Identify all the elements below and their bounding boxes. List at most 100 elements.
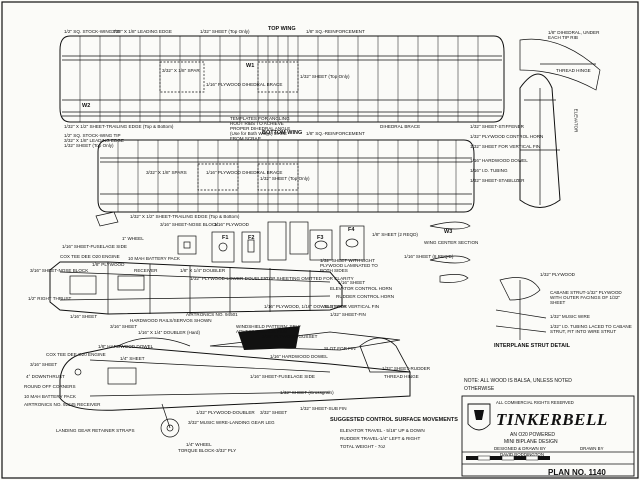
fuselage-note: LANDING GEAR RETAINER STRAPS [56,428,135,433]
fuselage-note: 1/16" SHEET (8 REQ'D) [404,254,454,259]
fuselage-note: ELEVATOR CONTROL HORN [330,286,393,291]
bottom-wing-note: 1/8" SQ.-REINFORCEMENT [306,131,365,136]
stab-note: 1/32" SHEET-STABILIZER [470,178,525,183]
fuselage-note: 1/32" PLYWOOD-LOWER DOUBLER [190,276,267,281]
top-wing-ribs [79,36,479,122]
strut-note: 1/32" MUSIC WIRE [550,314,590,319]
bottom-wing-note: 1/2" SQ. STOCK-WING TIP [64,133,121,138]
part-tag: F1 [222,235,229,241]
top-wing-sheet-panel [159,61,205,93]
strut-note: CABANE STRUT-1/32" PLYWOOD WITH OUTER FA… [550,290,622,305]
fuselage-note: TOP SHEETING OMITTED FOR CLARITY [266,276,354,281]
bottom-wing-note: 1/32" X 1/2" SHEET-TRAILING EDGE (Top & … [130,214,240,219]
bottom-wing-drawing [97,139,475,213]
fuselage-note: 1/32" SHEET (Crossgrain) [280,390,334,395]
designer-line: DESIGNED & DRAWN BY [494,446,546,451]
fuselage-note: 1/16" X 1/4" DOUBLER (Hard) [138,330,200,335]
bottom-wing-note: 1/16" PLYWOOD DIHEDRAL BRACE [206,170,283,175]
designer-name: DAVID BODDINGTON [500,452,544,457]
plan-title: TINKERBELL [496,410,608,429]
fuselage-note: 1/32" SHEET-RUDDER [382,366,431,371]
rights-notice: ALL COMMERCIAL RIGHTS RESERVED [496,400,574,405]
bottom-wing-note: 1/32" SHEET (Top Only) [64,143,114,148]
part-tag: F4 [348,227,355,233]
fuselage-note: 1/8" SHEET (2 REQD) [372,232,418,237]
fuselage-note: AIRTRONICS NO. 92245 RECEIVER [24,402,101,407]
scale-bar [466,455,550,461]
top-wing-note: 1/32" X 1/2" SHEET-TRAILING EDGE (Top & … [64,124,174,129]
strut-note: 1/32" I.D. TUBING LACED TO CABANE STRUT,… [550,324,632,334]
strut-note: 1/32" PLYWOOD [540,272,575,277]
bottom-wing-note: 3/32" X 1/8" LEADING EDGE [64,138,124,143]
top-wing-note: 1/32" SHEET (Top Only) [200,29,250,34]
stab-note: ELEVATOR [573,108,579,133]
fuselage-note: TORQUE BLOCK-3/32" PLY [178,448,237,453]
crest-logo [467,403,491,431]
top-wing-drawing [59,35,505,123]
fuselage-note: 1" WHEEL [122,236,144,241]
top-wing-note: 1/16" PLYWOOD DIHEDRAL BRACE [206,82,283,87]
elevator-travel: ELEVATOR TRAVEL - 5/16" UP & DOWN [340,428,425,433]
formers [177,221,365,263]
top-wing-note: 3/32" X 1/8" LEADING EDGE [112,29,172,34]
fuselage-note: 3/16" SHEET [110,324,138,329]
fuselage-note: RUDDER CONTROL HORN [336,294,395,299]
fuselage-note: SLOT FOR FIN [324,346,356,351]
part-tag: W3 [444,229,453,235]
part-tag: F2 [248,235,255,241]
wing-rib-detail [429,221,471,283]
wood-note-2: OTHERWISE [464,386,495,392]
part-tag: W2 [82,103,91,109]
fuselage-note: 1/16" PLYWOOD, 1/16" DOWELS WITH [264,304,347,309]
dihedral-brace-label: DIHEDRAL BRACE [380,124,421,129]
fuselage-note: 1/16" PLYWOOD-GUSSET [262,334,318,339]
fuselage-note: 1/16" SHEET [338,280,366,285]
interplane-strut-detail [495,277,547,340]
fuselage-note: 1/16" HARDWOOD DOWEL [270,354,328,359]
fuselage-note: 3/32" SHEET [260,410,288,415]
fuselage-note: WING CENTER SECTION [424,240,479,245]
plan-subtitle-1: AN O20 POWERED [510,432,556,438]
bottom-wing-note: 1/32" SHEET (Top Only) [260,176,310,181]
stab-note: 1/16" I.D. TUBING [470,168,508,173]
fuselage-note: 1/4" SHEET [120,356,145,361]
fuselage-note: COX TEE DEE O20 ENGINE [46,352,106,357]
part-tag: F3 [317,235,324,241]
top-wing-label: TOP WING [268,26,296,32]
fuselage-note: HARDWOOD RAILS/SERVOS SHOWN [130,318,212,323]
fuselage-note: 1/32" SHEET WITH LIGHT PLYWOOD LAMINATED… [320,258,378,273]
stab-note: 1/32" PLYWOOD CONTROL HORN [470,134,544,139]
fuselage-note: 10 MAH BATTERY PACK [128,256,180,261]
wing-tip-section [95,211,119,227]
drawn-by: DRAWN BY [580,446,604,451]
fuselage-note: RECEIVER [134,268,158,273]
wood-note: NOTE: ALL WOOD IS BALSA, UNLESS NOTED [464,378,572,384]
stabilizer-drawing [519,38,601,208]
windshield-pattern [238,326,300,350]
fuselage-note: 4° DOWNTHRUST [26,374,65,379]
assembled-side-view [59,331,411,438]
fuselage-note: AIRTRONICS NO. 94501 [186,312,238,317]
template-note: TEMPLATES FOR ANGLING ROOT RIBS TO ACHIE… [230,116,291,141]
part-tag: W1 [246,63,255,69]
plan-number: PLAN NO. 1140 [548,468,606,477]
fuselage-note: 1/16" PLYWOOD [214,222,249,227]
stab-note: 1/32" SHEET-STIFFENER [470,124,524,129]
top-wing-note: 3/32" X 1/8" SPAR [162,68,200,73]
fuselage-note: 10 MAH BATTERY PACK [24,394,76,399]
fuselage-note: THREAD HINGE [384,374,419,379]
top-wing-note: 1/32" SHEET (Top Only) [300,74,350,79]
bottom-wing-label: BOTTOM WING [262,130,303,136]
top-wing-note: 1/2" SQ. STOCK-WING TIP [64,29,121,34]
stab-note: 1/16" HARDWOOD DOWEL [470,158,528,163]
fuselage-note: SLOT FOR VERTICAL FIN [324,304,380,309]
rudder-travel: RUDDER TRAVEL-1/4" LEFT & RIGHT [340,436,421,441]
fuselage-note: 1/32" PLYWOOD-DOUBLER [196,410,255,415]
fuselage-note: ROUND OFF CORNERS [24,384,76,389]
fuselage-note: 3/16" SHEET-NOSE BLOCK [160,222,219,227]
fuselage-side-view [49,261,343,315]
fuselage-note: 1/2" RIGHT THRUST [28,296,72,301]
